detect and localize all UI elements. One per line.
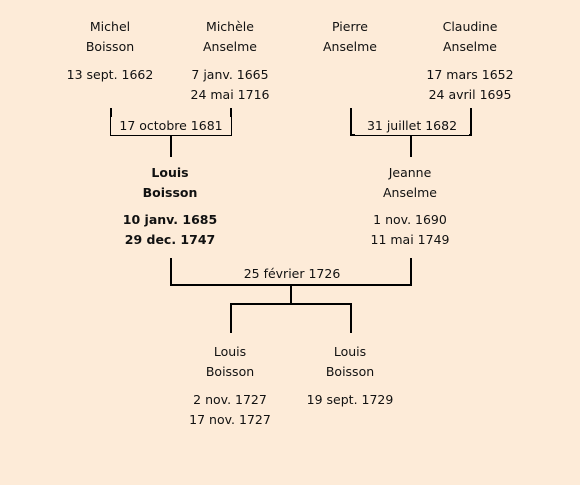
person-last-name: Boisson bbox=[205, 364, 255, 379]
person-death-date: 17 nov. 1727 bbox=[189, 412, 271, 427]
person-last-name: Anselme bbox=[382, 185, 438, 200]
person-birth-date: 19 sept. 1729 bbox=[306, 392, 394, 407]
person-last-name: Boisson bbox=[325, 364, 375, 379]
person-birth-date: 10 janv. 1685 bbox=[122, 212, 218, 227]
marriage-date-boisson-anselme: 17 octobre 1681 bbox=[111, 117, 231, 135]
person-last-name: Anselme bbox=[202, 39, 258, 54]
person-last-name: Boisson bbox=[85, 39, 135, 54]
person-last-name: Anselme bbox=[322, 39, 378, 54]
person-last-name: Anselme bbox=[442, 39, 498, 54]
person-first-name: Pierre bbox=[332, 19, 368, 34]
marriage-date-anselme-anselme: 31 juillet 1682 bbox=[355, 117, 469, 135]
person-death-date: 24 avril 1695 bbox=[428, 87, 512, 102]
person-birth-date: 17 mars 1652 bbox=[426, 67, 514, 82]
person-first-name: Claudine bbox=[442, 19, 498, 34]
person-first-name: Louis bbox=[333, 344, 367, 359]
person-death-date: 29 dec. 1747 bbox=[124, 232, 216, 247]
person-death-date: 24 mai 1716 bbox=[190, 87, 270, 102]
person-first-name: Louis bbox=[151, 165, 189, 180]
person-birth-date: 1 nov. 1690 bbox=[373, 212, 447, 227]
person-birth-date: 2 nov. 1727 bbox=[193, 392, 267, 407]
person-first-name: Michèle bbox=[206, 19, 254, 34]
person-first-name: Jeanne bbox=[388, 165, 432, 180]
person-birth-date: 7 janv. 1665 bbox=[191, 67, 269, 82]
person-first-name: Michel bbox=[89, 19, 131, 34]
person-death-date: 11 mai 1749 bbox=[370, 232, 450, 247]
person-last-name: Boisson bbox=[142, 185, 198, 200]
marriage-date-boisson-anselme-gen2: 25 février 1726 bbox=[239, 265, 345, 283]
person-first-name: Louis bbox=[213, 344, 247, 359]
person-birth-date: 13 sept. 1662 bbox=[66, 67, 154, 82]
